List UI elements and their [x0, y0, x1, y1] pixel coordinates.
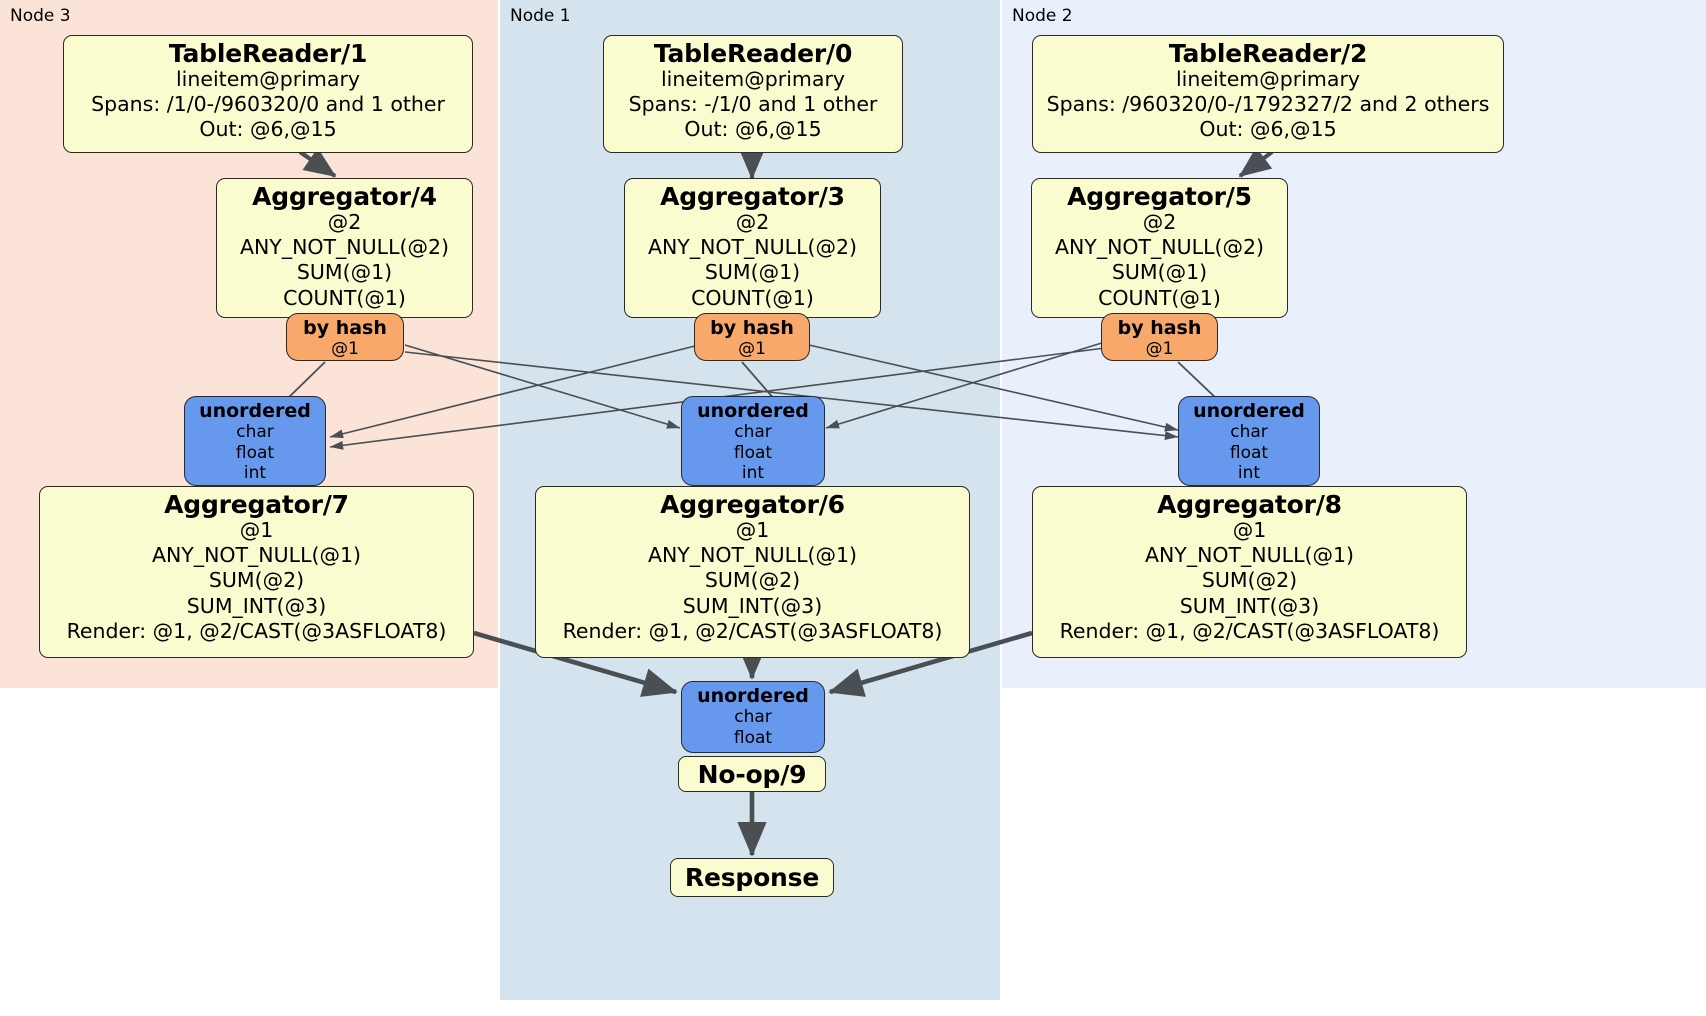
processor-aggregator-7[interactable]: Aggregator/7 @1 ANY_NOT_NULL(@1) SUM(@2)…: [39, 486, 474, 658]
processor-response[interactable]: Response: [670, 858, 834, 897]
processor-noop-9[interactable]: No-op/9: [678, 756, 826, 792]
processor-title: Aggregator/8: [1157, 490, 1342, 519]
router-line: float: [733, 442, 773, 463]
router-line: char: [734, 422, 772, 443]
router-line: @1: [738, 339, 766, 360]
processor-line: Spans: /1/0-/960320/0 and 1 other: [91, 92, 445, 117]
processor-tablereader-1[interactable]: TableReader/1 lineitem@primary Spans: /1…: [63, 35, 473, 153]
processor-tablereader-2[interactable]: TableReader/2 lineitem@primary Spans: /9…: [1032, 35, 1504, 153]
node-region-label-node2: Node 2: [1012, 6, 1073, 26]
processor-title: Aggregator/6: [660, 490, 845, 519]
processor-aggregator-3[interactable]: Aggregator/3 @2 ANY_NOT_NULL(@2) SUM(@1)…: [624, 178, 881, 318]
processor-line: Out: @6,@15: [684, 117, 822, 142]
processor-line: Out: @6,@15: [1199, 117, 1337, 142]
processor-title: TableReader/1: [168, 39, 368, 68]
router-line: float: [235, 442, 275, 463]
processor-title: TableReader/2: [1168, 39, 1368, 68]
processor-line: ANY_NOT_NULL(@1): [151, 543, 362, 568]
router-title: unordered: [697, 685, 809, 707]
router-unordered-right[interactable]: unordered char float int: [1178, 396, 1320, 486]
processor-line: SUM_INT(@3): [682, 593, 823, 618]
processor-line: SUM(@1): [1111, 260, 1208, 285]
processor-line: Out: @6,@15: [199, 117, 337, 142]
processor-line: lineitem@primary: [660, 67, 846, 91]
processor-line: SUM(@1): [296, 260, 393, 285]
processor-line: @2: [327, 210, 362, 234]
processor-line: ANY_NOT_NULL(@2): [647, 235, 858, 260]
processor-line: @1: [1232, 518, 1267, 542]
router-line: char: [734, 707, 772, 728]
router-line: char: [236, 422, 274, 443]
router-unordered-mid[interactable]: unordered char float int: [681, 396, 825, 486]
processor-aggregator-6[interactable]: Aggregator/6 @1 ANY_NOT_NULL(@1) SUM(@2)…: [535, 486, 970, 658]
router-line: @1: [331, 339, 359, 360]
router-by-hash-left[interactable]: by hash @1: [286, 313, 404, 361]
processor-line: ANY_NOT_NULL(@2): [1054, 235, 1265, 260]
router-line: float: [1229, 442, 1269, 463]
processor-title: Aggregator/7: [164, 490, 349, 519]
processor-line: ANY_NOT_NULL(@1): [647, 543, 858, 568]
processor-line: @1: [735, 518, 770, 542]
processor-title: Response: [684, 863, 820, 892]
processor-tablereader-0[interactable]: TableReader/0 lineitem@primary Spans: -/…: [603, 35, 903, 153]
router-unordered-final[interactable]: unordered char float: [681, 681, 825, 753]
router-line: char: [1230, 422, 1268, 443]
processor-line: SUM(@2): [704, 568, 801, 593]
processor-line: Render: @1, @2/CAST(@3ASFLOAT8): [66, 618, 447, 643]
router-unordered-left[interactable]: unordered char float int: [184, 396, 326, 486]
processor-line: Render: @1, @2/CAST(@3ASFLOAT8): [1059, 618, 1440, 643]
router-title: by hash: [710, 317, 794, 339]
processor-line: SUM(@2): [208, 568, 305, 593]
processor-line: ANY_NOT_NULL(@2): [239, 235, 450, 260]
node-region-label-node1: Node 1: [510, 6, 571, 26]
processor-line: SUM_INT(@3): [186, 593, 327, 618]
processor-line: @2: [1142, 210, 1177, 234]
processor-title: Aggregator/3: [660, 182, 845, 211]
router-line: int: [1237, 463, 1261, 484]
router-line: int: [741, 463, 765, 484]
processor-aggregator-5[interactable]: Aggregator/5 @2 ANY_NOT_NULL(@2) SUM(@1)…: [1031, 178, 1288, 318]
processor-line: SUM(@2): [1201, 568, 1298, 593]
router-line: float: [733, 727, 773, 748]
processor-line: SUM_INT(@3): [1179, 593, 1320, 618]
processor-line: COUNT(@1): [691, 285, 814, 310]
processor-title: Aggregator/4: [252, 182, 437, 211]
processor-line: Render: @1, @2/CAST(@3ASFLOAT8): [562, 618, 943, 643]
processor-line: Spans: -/1/0 and 1 other: [628, 92, 878, 117]
processor-line: COUNT(@1): [1098, 285, 1221, 310]
router-title: by hash: [303, 317, 387, 339]
processor-title: Aggregator/5: [1067, 182, 1252, 211]
router-title: unordered: [1193, 400, 1305, 422]
processor-line: lineitem@primary: [175, 67, 361, 91]
processor-line: ANY_NOT_NULL(@1): [1144, 543, 1355, 568]
router-by-hash-mid[interactable]: by hash @1: [694, 313, 810, 361]
processor-line: COUNT(@1): [283, 285, 406, 310]
router-line: int: [243, 463, 267, 484]
router-line: @1: [1145, 339, 1174, 360]
processor-line: SUM(@1): [704, 260, 801, 285]
router-title: unordered: [199, 400, 311, 422]
processor-title: TableReader/0: [653, 39, 853, 68]
processor-line: @2: [735, 210, 770, 234]
router-title: by hash: [1117, 317, 1202, 339]
processor-aggregator-4[interactable]: Aggregator/4 @2 ANY_NOT_NULL(@2) SUM(@1)…: [216, 178, 473, 318]
router-by-hash-right[interactable]: by hash @1: [1101, 313, 1218, 361]
processor-line: Spans: /960320/0-/1792327/2 and 2 others: [1046, 92, 1490, 117]
processor-line: @1: [239, 518, 274, 542]
processor-aggregator-8[interactable]: Aggregator/8 @1 ANY_NOT_NULL(@1) SUM(@2)…: [1032, 486, 1467, 658]
processor-line: lineitem@primary: [1175, 67, 1361, 91]
node-region-label-node3: Node 3: [10, 6, 71, 26]
router-title: unordered: [697, 400, 809, 422]
processor-title: No-op/9: [697, 759, 807, 789]
